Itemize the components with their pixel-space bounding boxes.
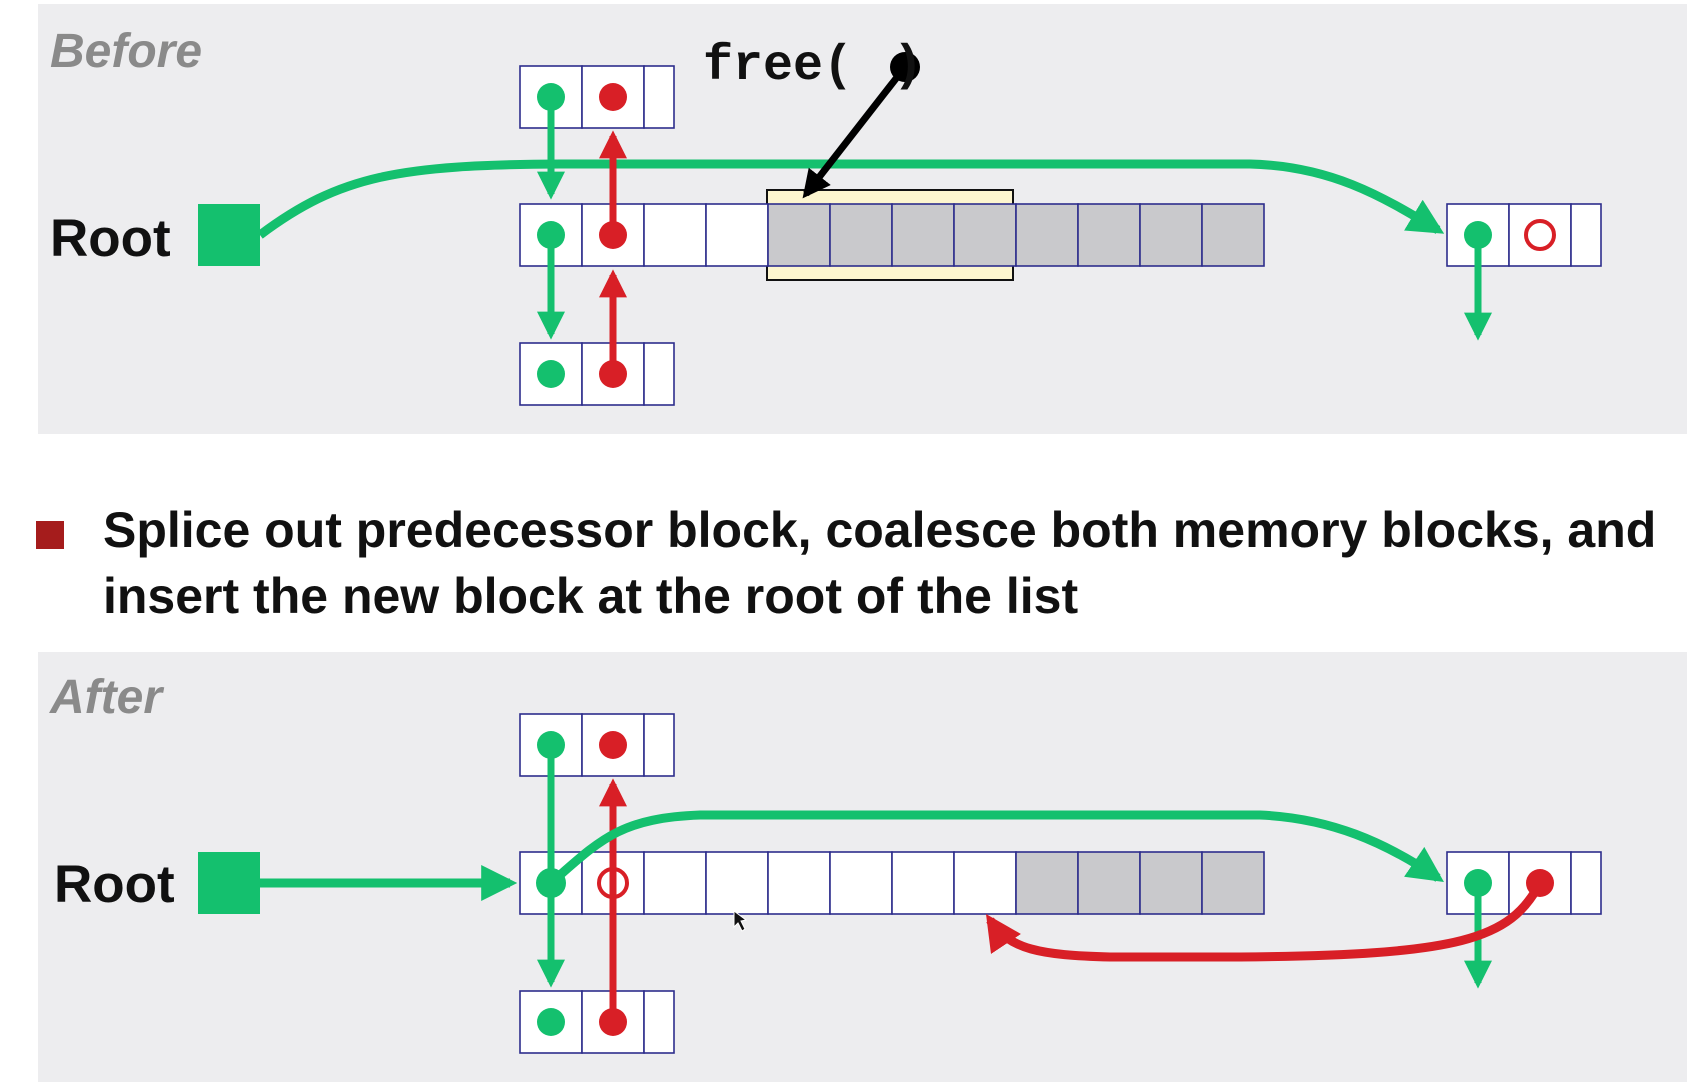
mouse-cursor-icon — [733, 910, 748, 932]
before-title: Before — [50, 25, 203, 78]
bottom-node — [519, 990, 675, 1054]
next-pointer-dot — [537, 1008, 565, 1036]
top-node — [519, 713, 675, 777]
right-node — [1446, 203, 1602, 267]
bullet-marker — [36, 521, 64, 549]
prev-pointer-dot — [599, 83, 627, 111]
root-label: Root — [50, 209, 171, 268]
bottom-node — [519, 342, 675, 406]
right-prev-to-new-block-arrow — [986, 880, 1544, 962]
after-diagram — [198, 713, 1602, 1054]
before-diagram — [198, 52, 1602, 406]
new-block-to-right-arrow — [548, 810, 1444, 887]
root-to-right-arrow — [257, 159, 1445, 239]
null-prev-pointer-circle — [1524, 219, 1556, 251]
free-pointer-arrow — [802, 64, 908, 199]
top-node — [519, 65, 675, 129]
free-call-close: ) — [893, 38, 924, 95]
free-call-label: free() — [703, 38, 923, 95]
memory-row-before — [519, 189, 1265, 281]
root-square — [198, 852, 260, 914]
root-label: Root — [54, 855, 175, 914]
next-pointer-dot — [536, 868, 566, 898]
prev-pointer-dot — [1526, 869, 1554, 897]
free-call-open: free( — [703, 38, 854, 95]
root-square — [198, 204, 260, 266]
next-pointer-dot — [537, 360, 565, 388]
after-title: After — [50, 671, 163, 724]
description-text: Splice out predecessor block, coalesce b… — [103, 502, 1657, 624]
prev-pointer-dot — [599, 731, 627, 759]
memory-row-after — [519, 851, 1265, 915]
